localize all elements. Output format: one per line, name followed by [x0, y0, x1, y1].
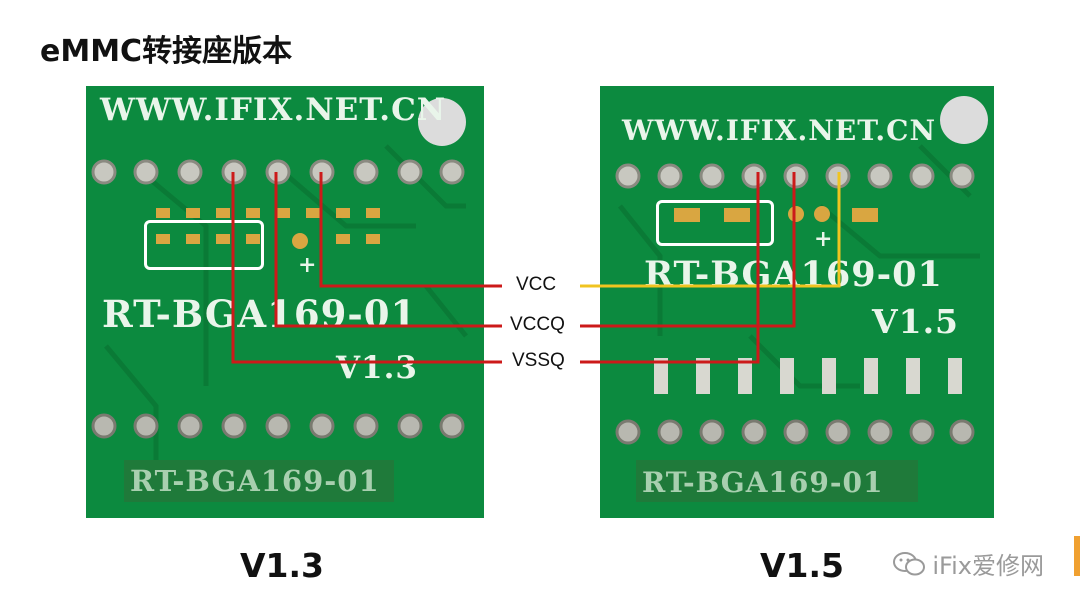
vccq-line-left [274, 172, 502, 328]
bottom-pin-row [615, 419, 975, 445]
resistor-row [654, 358, 962, 394]
vcc-line-left [319, 172, 502, 288]
vcc-line [580, 172, 841, 288]
smd-pads [674, 208, 878, 222]
vcc-label: VCC [516, 274, 557, 295]
board-v15-photo: WWW.IFIX.NET.CN RT-BGA169-01 V1.5 RT-BGA… [600, 86, 994, 518]
corner-accent [1074, 536, 1080, 576]
highlight-box-right [656, 200, 774, 246]
vssq-label: VSSQ [512, 350, 565, 371]
highlight-box-left [144, 220, 264, 270]
vccq-label: VCCQ [510, 314, 565, 335]
board-v13-photo: WWW.IFIX.NET.CN RT-BGA169-01 V1.3 RT-BGA… [86, 86, 484, 518]
mounting-hole [940, 96, 988, 144]
bottom-label-panel [636, 460, 918, 502]
board-version-silkscreen: V1.3 [336, 350, 418, 386]
caption-left: V1.3 [240, 546, 324, 585]
board-version-silkscreen: V1.5 [872, 302, 960, 341]
smd-pads [156, 208, 380, 244]
board-url-silkscreen: WWW.IFIX.NET.CN [100, 92, 447, 128]
vccq-line-right [580, 172, 796, 328]
vssq-line-right [580, 172, 760, 364]
caption-right: V1.5 [760, 546, 844, 585]
page-title: eMMC转接座版本 [40, 34, 293, 69]
test-pad-a [788, 206, 804, 222]
test-pad [292, 233, 308, 249]
bottom-pin-row [91, 413, 465, 439]
board-url-silkscreen: WWW.IFIX.NET.CN [622, 114, 937, 147]
plus-mark: + [814, 226, 834, 252]
board-bottom-silkscreen: RT-BGA169-01 [130, 464, 380, 498]
board-v15-traces [615, 96, 988, 502]
vssq-line-left [231, 172, 502, 364]
board-model-silkscreen: RT-BGA169-01 [102, 292, 418, 336]
watermark: iFix爱修网 [892, 546, 1044, 581]
mounting-hole [418, 98, 466, 146]
watermark-text: iFix爱修网 [932, 552, 1044, 580]
plus-mark: + [298, 252, 318, 278]
test-pad-b [814, 206, 830, 222]
board-bottom-silkscreen: RT-BGA169-01 [642, 466, 884, 499]
bottom-label-panel [124, 460, 394, 502]
wechat-icon [893, 551, 926, 575]
